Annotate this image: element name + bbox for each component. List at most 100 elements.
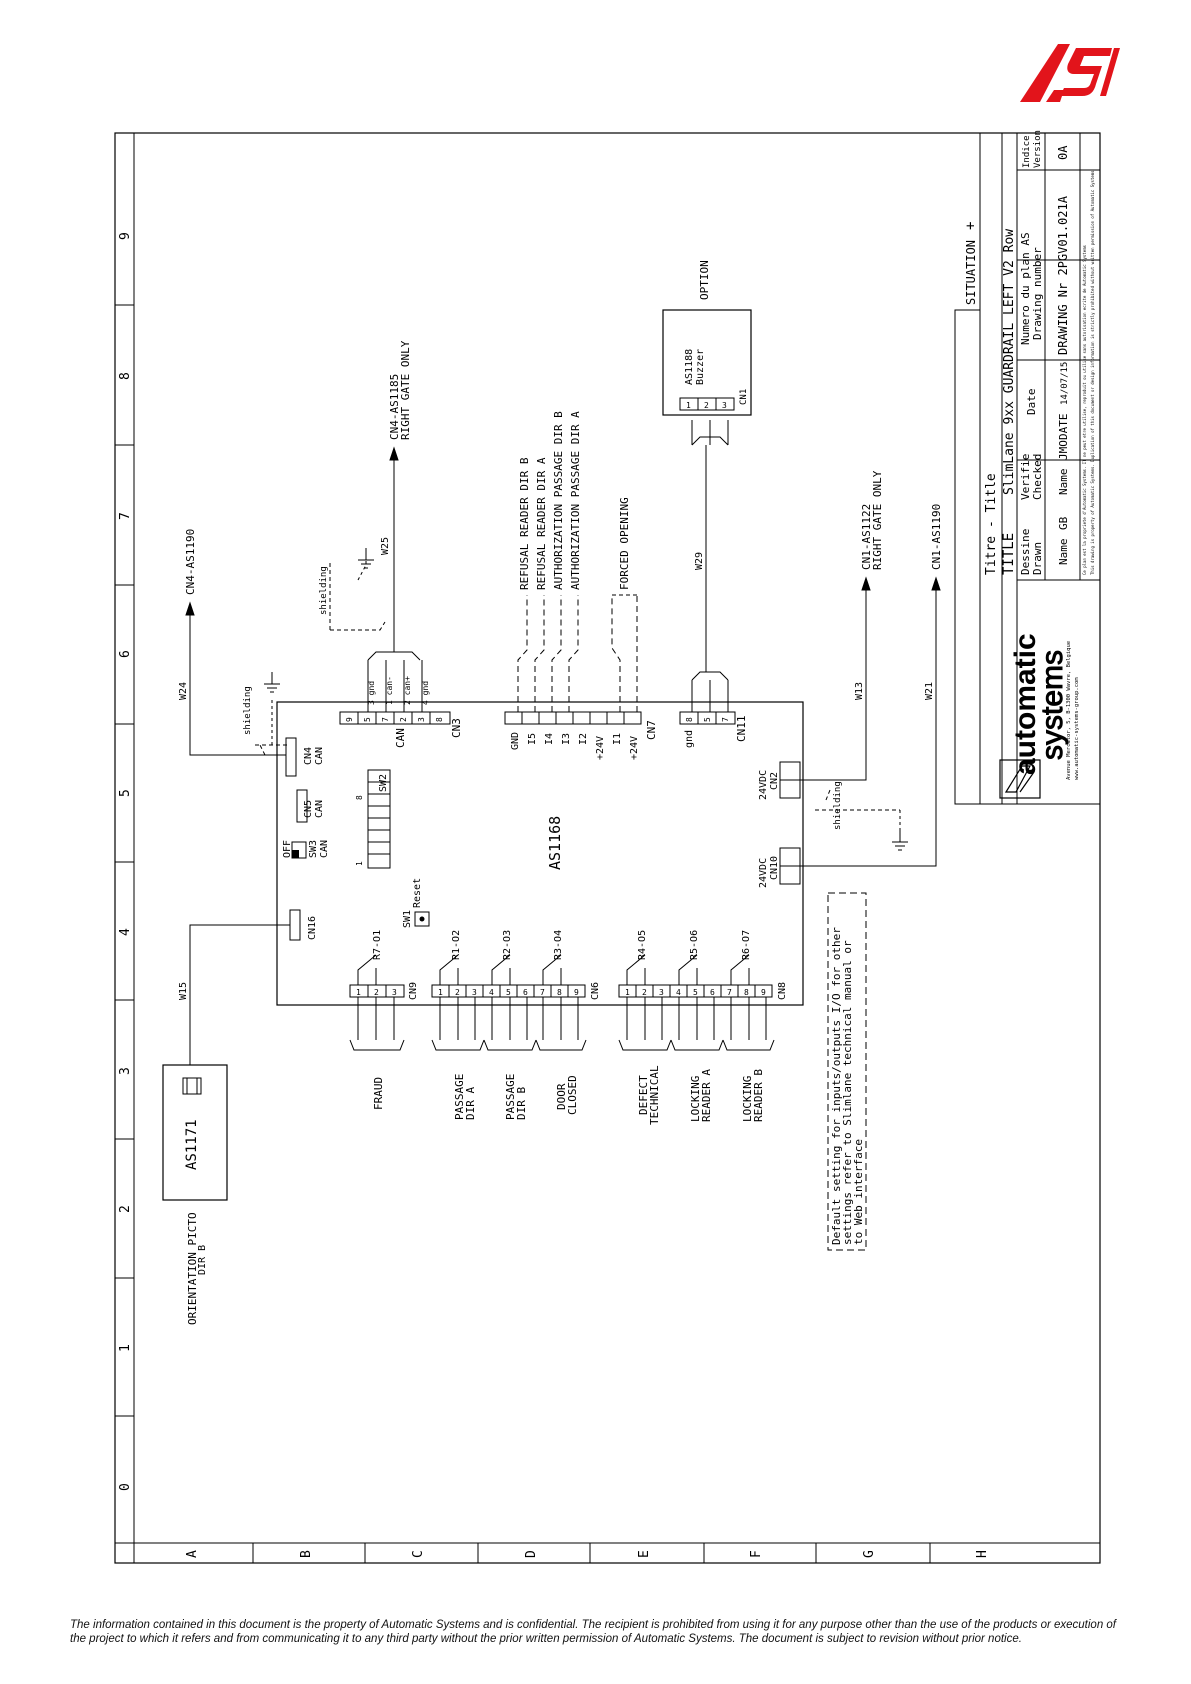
option-label: OPTION <box>698 260 711 300</box>
note-line-3: to Web interface <box>852 1139 865 1245</box>
output-door-closed-1: DOOR <box>555 1083 568 1110</box>
sw2-num-8: 8 <box>355 795 364 800</box>
cn8-pin: 7 <box>727 988 732 997</box>
output-locking-reader-b-2: READER B <box>752 1069 765 1122</box>
note-line-2: settings refer to Slimlane technical man… <box>841 940 854 1245</box>
w25-shielding: shielding <box>319 566 329 615</box>
note-line-1: Default setting for inputs/outputs I/O f… <box>830 927 843 1245</box>
w24-label: W24 <box>178 682 189 700</box>
row-label-f: F <box>749 1550 764 1558</box>
drawing-number-label: Drawing number <box>1031 247 1044 340</box>
output-locking-reader-b-1: LOCKING <box>741 1076 754 1122</box>
cn6-pin: 6 <box>523 988 528 997</box>
orientation-picto-label: ORIENTATION PICTO <box>186 1212 199 1325</box>
date-value: 14/07/15 <box>1060 362 1070 405</box>
cn7-label: CN7 <box>645 720 658 740</box>
cn8-pin: 1 <box>625 988 630 997</box>
cn9-pin: 1 <box>356 988 361 997</box>
cn3-pin: 3 <box>417 717 426 722</box>
input-authorization-passage-dir-b: AUTHORIZATION PASSAGE DIR B <box>552 411 565 590</box>
date-header: Date <box>1025 389 1038 416</box>
cn5-connector: CN5 CAN <box>296 789 325 823</box>
cn7-pin-label: I5 <box>527 733 538 745</box>
cn4-label: CN4 <box>303 747 314 765</box>
right-gate-only-2: RIGHT GATE ONLY <box>871 470 884 570</box>
confidentiality-footer: The information contained in this docume… <box>70 1619 1117 1645</box>
cn8-connector: 1 2 3 4 5 6 7 8 9 CN8 <box>618 982 788 1000</box>
sw3-sub: CAN <box>319 840 330 858</box>
cn3-label: CN3 <box>450 718 463 738</box>
cn16-label: CN16 <box>307 916 318 940</box>
verifie-label: Verifie <box>1019 454 1032 500</box>
legal-en: This drawing is property of Automatic Sy… <box>1090 170 1095 575</box>
as-logo <box>1020 44 1120 102</box>
sw3-switch: OFF SW3 CAN <box>282 840 330 859</box>
as1168-board <box>276 701 804 1006</box>
cn7-pin-label: +24V <box>595 736 606 760</box>
cn9-pin: 3 <box>392 988 397 997</box>
name-checked: Name <box>1057 469 1070 496</box>
w24-shielding: shielding <box>243 686 253 735</box>
col-label-5: 5 <box>118 789 133 797</box>
output-locking-reader-a-2: READER A <box>700 1069 713 1122</box>
cn3-pin: 5 <box>363 717 372 722</box>
indice-label: Indice <box>1022 135 1032 168</box>
revision: 0A <box>1056 145 1070 160</box>
title-label: TITLE <box>1001 533 1017 575</box>
cn6-label: CN6 <box>590 982 601 1000</box>
cn3-wire-label: 3 gnd <box>367 681 376 705</box>
cn6-connector: 1 2 3 4 5 6 7 8 9 CN6 <box>431 982 601 1000</box>
input-authorization-passage-dir-a: AUTHORIZATION PASSAGE DIR A <box>569 411 582 590</box>
as1171-label: AS1171 <box>184 1119 200 1170</box>
row-label-g: G <box>862 1550 877 1558</box>
legal-fr: Ce plan est la propriete d'Automatic Sys… <box>1082 244 1087 575</box>
name-drawn: Name <box>1057 539 1070 566</box>
cn4-as1190-label: CN4-AS1190 <box>184 529 197 595</box>
sw1-label: SW1 <box>402 910 413 928</box>
company-address: Avenue Mercator, 5, B-1300 Wavre, Belgiq… <box>1066 641 1072 780</box>
input-refusal-reader-dir-b: REFUSAL READER DIR B <box>518 457 531 590</box>
date-label: DATE <box>1057 414 1070 441</box>
relay-label: R1-O2 <box>451 930 462 960</box>
as1188-sub: Buzzer <box>695 349 706 385</box>
relay-label: R3-O4 <box>553 930 564 960</box>
output-fraud: FRAUD <box>372 1077 385 1110</box>
cn3-wire-label: 4 gnd <box>421 681 430 705</box>
company-name-2: systems <box>1036 650 1069 760</box>
cn11-gnd: gnd <box>684 730 695 748</box>
company-name-1: automatic <box>1009 633 1042 775</box>
cn4-sub: CAN <box>314 747 325 765</box>
cn6-pin: 2 <box>455 988 460 997</box>
row-label-b: B <box>299 1550 314 1558</box>
relay-label: R4-O5 <box>637 930 648 960</box>
drawing-nr: DRAWING Nr 2PGV01.021A <box>1056 195 1070 355</box>
reset-label: Reset <box>412 878 423 908</box>
sw3-off: OFF <box>282 840 293 858</box>
row-label-e: E <box>637 1550 652 1558</box>
output-defect-technical-1: DEFECT <box>637 1075 650 1115</box>
dessine-label: Dessine <box>1019 529 1032 575</box>
company-logo-icon <box>999 759 1041 799</box>
w13-label: W13 <box>854 682 865 700</box>
cn9-connector: 1 2 3 CN9 <box>349 982 419 1000</box>
cn8-pin: 3 <box>659 988 664 997</box>
cn3-pin: 9 <box>345 717 354 722</box>
row-label-a: A <box>185 1550 200 1558</box>
titre-label: Titre - Title <box>984 473 999 575</box>
cn4-connector: CN4 CAN <box>285 737 325 777</box>
name-checked-value: JMO <box>1057 440 1070 460</box>
cn11-connector: 8 5 7 gnd CN11 <box>679 711 748 748</box>
output-passage-dir-a-2: DIR A <box>464 1087 477 1120</box>
input-forced-opening: FORCED OPENING <box>618 497 631 590</box>
cn3-wire-label: 1 can- <box>385 676 394 705</box>
cn1-as1190-label: CN1-AS1190 <box>930 504 943 570</box>
w13-shielding: shielding <box>833 781 843 830</box>
input-refusal-reader-dir-a: REFUSAL READER DIR A <box>535 457 548 590</box>
situation-label: SITUATION <box>964 240 978 305</box>
cn7-pin-label: I1 <box>612 733 623 745</box>
sw1-reset-button: SW1 Reset <box>402 878 430 928</box>
cn3-connector: 9 5 7 2 3 8 CAN CN3 <box>339 711 463 748</box>
as1188-pin: 2 <box>704 401 709 410</box>
w25-label: W25 <box>380 537 391 555</box>
